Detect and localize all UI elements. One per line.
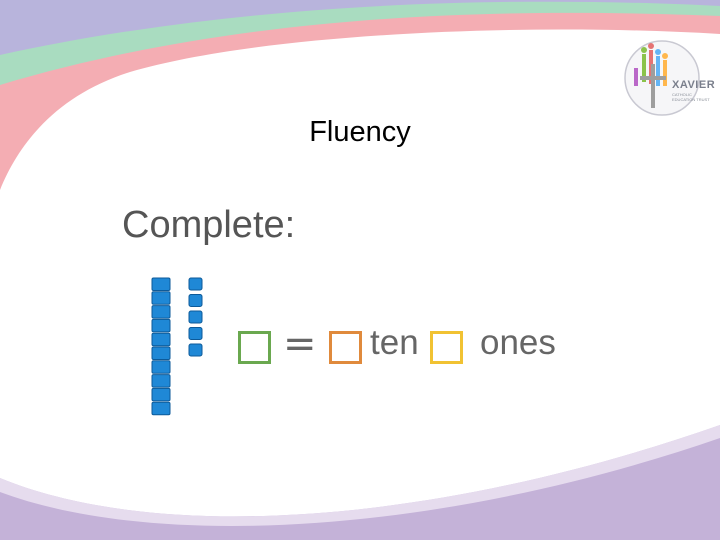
ones-label: ones bbox=[480, 323, 556, 362]
ones-answer-box[interactable] bbox=[430, 331, 463, 364]
ten-rod-cell bbox=[151, 291, 171, 305]
tens-answer-box[interactable] bbox=[329, 331, 362, 364]
logo-wordmark: XAVIER bbox=[672, 79, 716, 91]
ten-rod-cell bbox=[151, 277, 171, 291]
ten-rod-cell bbox=[151, 360, 171, 374]
slide-title: Fluency bbox=[309, 116, 411, 148]
unit-cube bbox=[188, 327, 203, 340]
lavender-band bbox=[0, 0, 720, 70]
ten-rod bbox=[151, 277, 171, 416]
green-band bbox=[0, 1, 720, 95]
unit-cubes bbox=[188, 277, 203, 357]
ten-rod-cell bbox=[151, 332, 171, 347]
slide-title-wrap: Fluency bbox=[0, 116, 720, 149]
pink-band bbox=[0, 12, 720, 191]
unit-cube bbox=[188, 310, 203, 324]
total-answer-box[interactable] bbox=[238, 331, 271, 364]
xavier-logo bbox=[624, 40, 700, 116]
logo-subtitle: CATHOLIC EDUCATION TRUST bbox=[672, 92, 710, 102]
ten-rod-cell bbox=[151, 318, 171, 333]
instruction-label: Complete: bbox=[122, 204, 296, 246]
ten-rod-cell bbox=[151, 346, 171, 360]
unit-cube bbox=[188, 277, 203, 291]
bottom-band bbox=[0, 425, 720, 540]
ten-rod-cell bbox=[151, 305, 171, 319]
tens-label: ten bbox=[370, 323, 419, 362]
bottom-highlight bbox=[0, 425, 720, 526]
equals-sign: = bbox=[283, 321, 317, 367]
ten-rod-cell bbox=[151, 401, 171, 416]
ten-rod-cell bbox=[151, 387, 171, 402]
unit-cube bbox=[188, 343, 203, 357]
unit-cube bbox=[188, 294, 203, 307]
ten-rod-cell bbox=[151, 374, 171, 388]
